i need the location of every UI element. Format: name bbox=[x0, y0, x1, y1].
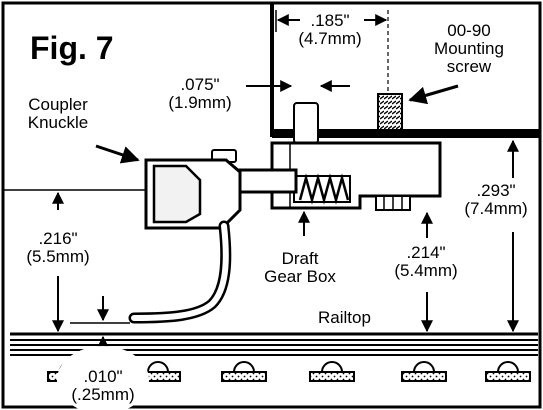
label-dim-010: .010" (.25mm) bbox=[71, 367, 135, 404]
screw-arrow bbox=[408, 84, 459, 105]
coupler-knuckle-arrow bbox=[95, 144, 140, 164]
trip-pin bbox=[131, 223, 229, 321]
label-coupler-knuckle: Coupler Knuckle bbox=[27, 95, 89, 132]
coupler-knuckle-shape bbox=[152, 164, 202, 224]
label-dim-075: .075" (1.9mm) bbox=[168, 75, 232, 112]
dim-010-label-backing bbox=[57, 346, 149, 410]
car-floor bbox=[272, 129, 540, 138]
label-dim-293: .293" (7.4mm) bbox=[464, 181, 528, 218]
figure-title: Fig. 7 bbox=[30, 30, 114, 66]
label-dim-216: .216" (5.5mm) bbox=[26, 229, 90, 266]
mounting-screw bbox=[377, 93, 403, 131]
label-railtop: Railtop bbox=[318, 308, 371, 327]
label-dim-185: .185" (4.7mm) bbox=[298, 11, 362, 48]
label-draft-gear-box: Draft Gear Box bbox=[264, 249, 336, 286]
label-mounting-screw: 00-90 Mounting screw bbox=[434, 21, 504, 76]
spring bbox=[298, 173, 350, 205]
label-dim-214: .214" (5.4mm) bbox=[394, 243, 458, 280]
centering-pin bbox=[293, 102, 319, 144]
